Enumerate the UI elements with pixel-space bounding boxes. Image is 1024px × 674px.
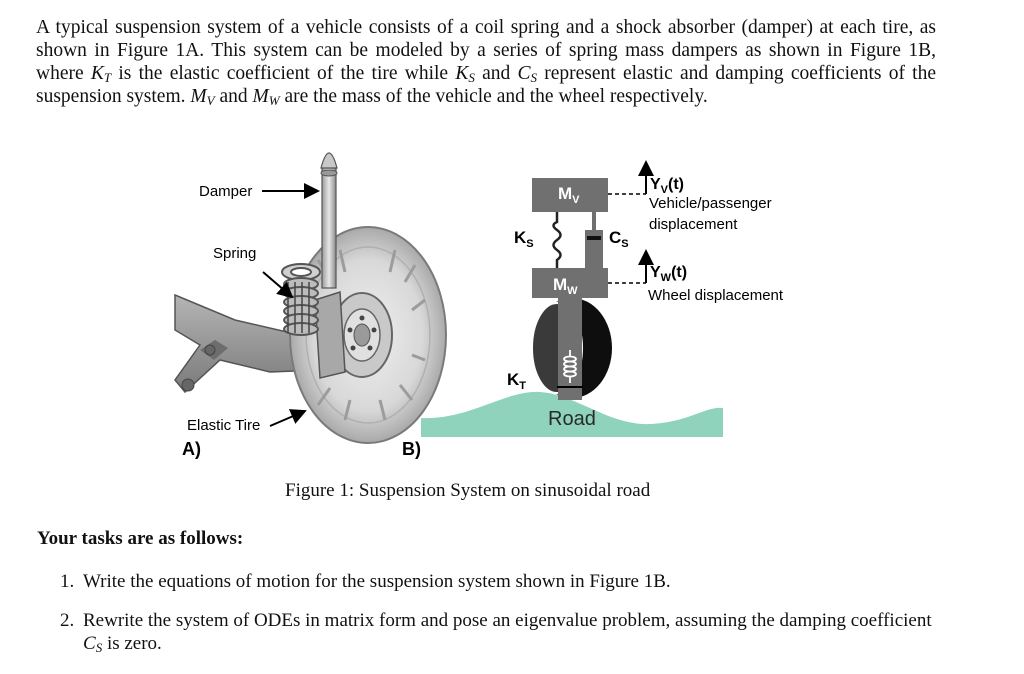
label-yv-desc-2: displacement — [649, 216, 738, 233]
panel-label-a: A) — [182, 439, 201, 459]
road-surface — [421, 391, 723, 437]
cs-symbol: CS — [517, 63, 537, 85]
label-mw: MW — [553, 275, 578, 297]
label-mv: MV — [558, 184, 580, 206]
intro-text: represent elastic and damping coefficien… — [36, 63, 937, 107]
task-number: 1. — [60, 571, 75, 592]
intro-paragraph: A typical suspension system of a vehicle… — [36, 16, 936, 108]
figure-a-illustration — [174, 152, 447, 444]
panel-label-b: B) — [402, 439, 421, 459]
intro-text: is the elastic coefficient of the tire w… — [111, 63, 456, 84]
task-text: Write the equations of motion for the su… — [83, 571, 671, 592]
mass-mw-block — [532, 268, 608, 298]
label-cs: CS — [609, 228, 629, 250]
label-elastic-tire: Elastic Tire — [187, 417, 260, 434]
label-road: Road — [548, 408, 596, 430]
task-text: Rewrite the system of ODEs in matrix for… — [83, 610, 932, 655]
label-yv: YV(t) — [650, 176, 684, 196]
intro-text: and — [474, 63, 518, 84]
mass-mv-block — [532, 178, 608, 212]
label-yw-desc: Wheel displacement — [648, 287, 784, 304]
spring-arrow — [262, 271, 294, 299]
label-spring: Spring — [213, 245, 256, 262]
task-number: 2. — [60, 610, 75, 631]
tire-spring-kt — [563, 350, 577, 383]
ks-symbol: KS — [455, 63, 475, 85]
figure-caption: Figure 1: Suspension System on sinusoida… — [285, 480, 651, 501]
kt-symbol: KT — [90, 63, 112, 85]
label-yv-desc-1: Vehicle/passenger — [649, 195, 772, 212]
label-ks: KS — [514, 228, 534, 250]
tasks-heading: Your tasks are as follows: — [37, 528, 244, 549]
cs-symbol: CS — [83, 633, 103, 655]
intro-text: A typical suspension system of a vehicle… — [36, 17, 936, 84]
intro-text: are the mass of the vehicle and the whee… — [279, 86, 708, 107]
label-kt: KT — [507, 370, 526, 392]
intro-text: and — [214, 86, 253, 107]
damper-cs — [585, 212, 603, 268]
tire-arrow — [269, 409, 307, 427]
label-yw: YW(t) — [650, 264, 687, 284]
suspension-spring-ks — [552, 212, 562, 268]
mw-symbol: MW — [252, 86, 280, 108]
label-damper: Damper — [199, 183, 252, 200]
mv-symbol: MV — [190, 86, 215, 108]
